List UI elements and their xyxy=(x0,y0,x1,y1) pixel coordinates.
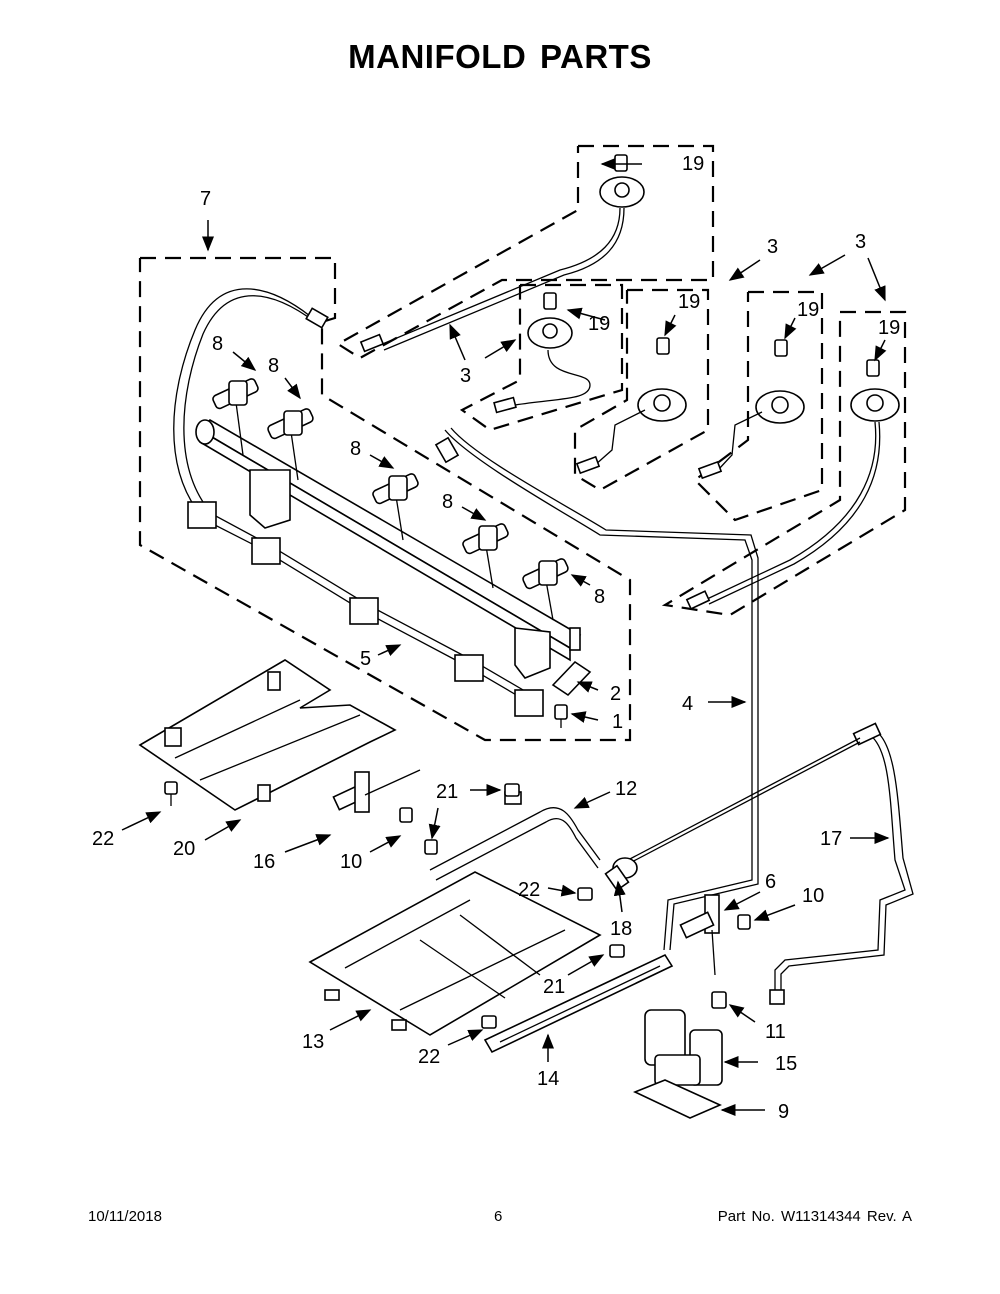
callout-19: 19 xyxy=(878,317,900,339)
bracket xyxy=(632,1079,722,1119)
callout-6: 6 xyxy=(765,871,776,893)
callout-8: 8 xyxy=(212,333,223,355)
callout-2: 2 xyxy=(610,683,621,705)
callout-9: 9 xyxy=(778,1101,789,1123)
small-fasteners xyxy=(424,783,630,958)
callout-15: 15 xyxy=(775,1053,797,1075)
callout-19: 19 xyxy=(588,313,610,335)
footer-page-number: 6 xyxy=(494,1208,503,1225)
callout-21: 21 xyxy=(543,976,565,998)
callout-3: 3 xyxy=(855,231,866,253)
dashed-group-outlines xyxy=(138,144,907,742)
callout-13: 13 xyxy=(302,1031,324,1053)
callout-21: 21 xyxy=(436,781,458,803)
callout-8: 8 xyxy=(442,491,453,513)
callout-19: 19 xyxy=(797,299,819,321)
callout-19: 19 xyxy=(678,291,700,313)
igniter xyxy=(332,769,421,823)
callout-10: 10 xyxy=(802,885,824,907)
callout-labels: 7 8 8 8 8 8 19 19 19 19 19 3 3 3 5 2 1 4… xyxy=(92,153,900,1123)
callout-8: 8 xyxy=(594,586,605,608)
footer-date: 10/11/2018 xyxy=(88,1208,162,1225)
callout-8: 8 xyxy=(268,355,279,377)
callout-18: 18 xyxy=(610,918,632,940)
manifold-pipe xyxy=(195,418,582,679)
gas-line xyxy=(769,722,914,1005)
callout-22: 22 xyxy=(518,879,540,901)
shield xyxy=(138,659,397,811)
wire-harness xyxy=(173,288,544,717)
gas-tube xyxy=(434,427,759,951)
callout-1: 1 xyxy=(612,711,623,733)
footer-part-number: Part No. W11314344 Rev. A xyxy=(717,1208,912,1225)
burner-plate xyxy=(308,871,602,1036)
broil-burner xyxy=(483,953,674,1054)
callout-22: 22 xyxy=(418,1046,440,1068)
callout-17: 17 xyxy=(820,828,842,850)
callout-8: 8 xyxy=(350,438,361,460)
callout-arrows xyxy=(121,158,890,1116)
callout-4: 4 xyxy=(682,693,693,715)
callout-19: 19 xyxy=(682,153,704,175)
callout-22: 22 xyxy=(92,828,114,850)
callout-7: 7 xyxy=(200,188,211,210)
burner-valves xyxy=(359,154,900,610)
callout-20: 20 xyxy=(173,838,195,860)
callout-16: 16 xyxy=(253,851,275,873)
callout-11: 11 xyxy=(765,1021,786,1043)
callout-12: 12 xyxy=(615,778,637,800)
callout-14: 14 xyxy=(537,1068,559,1090)
oven-igniter xyxy=(679,894,751,976)
page-title: MANIFOLD PARTS xyxy=(348,38,652,75)
callout-3: 3 xyxy=(460,365,471,387)
screw xyxy=(554,704,568,728)
callout-5: 5 xyxy=(360,648,371,670)
screws xyxy=(164,781,593,1029)
harness-clip xyxy=(187,501,217,529)
regulator xyxy=(644,991,727,1086)
clip xyxy=(551,660,592,697)
callout-10: 10 xyxy=(340,851,362,873)
orifice-holders xyxy=(212,378,569,621)
burner-tube xyxy=(429,791,638,881)
callout-3: 3 xyxy=(767,236,778,258)
